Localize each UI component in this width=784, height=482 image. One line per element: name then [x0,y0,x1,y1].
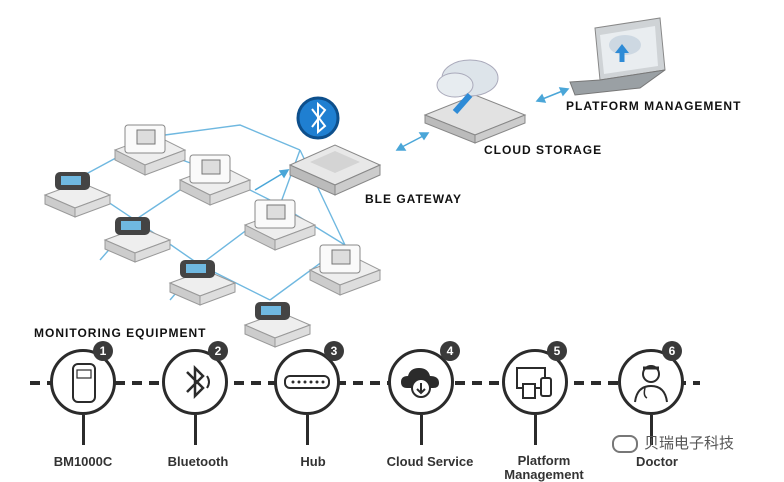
wechat-icon [612,434,638,453]
step-3-badge: 3 [324,341,344,361]
step-3-stem [306,415,309,445]
bluetooth-icon [186,364,210,400]
watermark-label: 贝瑞电子科技 [644,434,735,452]
step-6-badge: 6 [662,341,682,361]
step-2-stem [194,415,197,445]
step-1-badge: 1 [93,341,113,361]
doctor-icon [634,365,668,403]
ble-gateway-device [288,144,382,196]
step-4-name: Cloud Service [386,454,474,469]
laptop-icon [569,17,666,96]
bp-monitor-devices [113,124,382,296]
bluetooth-badge-icon [296,96,340,140]
device-icon [72,363,96,403]
step-4-circle [388,349,454,415]
cloud-storage-chip [423,59,527,144]
cloud-storage-label: CLOUD STORAGE [484,143,603,157]
ble-gateway-label: BLE GATEWAY [365,192,463,206]
watermark-text: 贝瑞电子科技 [612,432,734,453]
step-4-badge: 4 [440,341,460,361]
step-1-name: BM1000C [53,454,113,469]
step-4-stem [420,415,423,445]
step-2-badge: 2 [208,341,228,361]
devices-icon [516,367,552,399]
oximeter-devices [43,172,312,348]
step-2-name: Bluetooth [167,454,229,469]
platform-management-label: PLATFORM MANAGEMENT [566,99,742,113]
step-3-name: Hub [300,454,326,469]
link-arrows [254,87,570,191]
step-6-name: Doctor [636,454,678,469]
step-5-stem [534,415,537,445]
step-6-stem [650,415,653,445]
step-5-badge: 5 [547,341,567,361]
cloud-download-icon [401,368,439,398]
hub-icon [284,375,330,389]
monitoring-equipment-label: MONITORING EQUIPMENT [34,326,207,340]
step-1-stem [82,415,85,445]
